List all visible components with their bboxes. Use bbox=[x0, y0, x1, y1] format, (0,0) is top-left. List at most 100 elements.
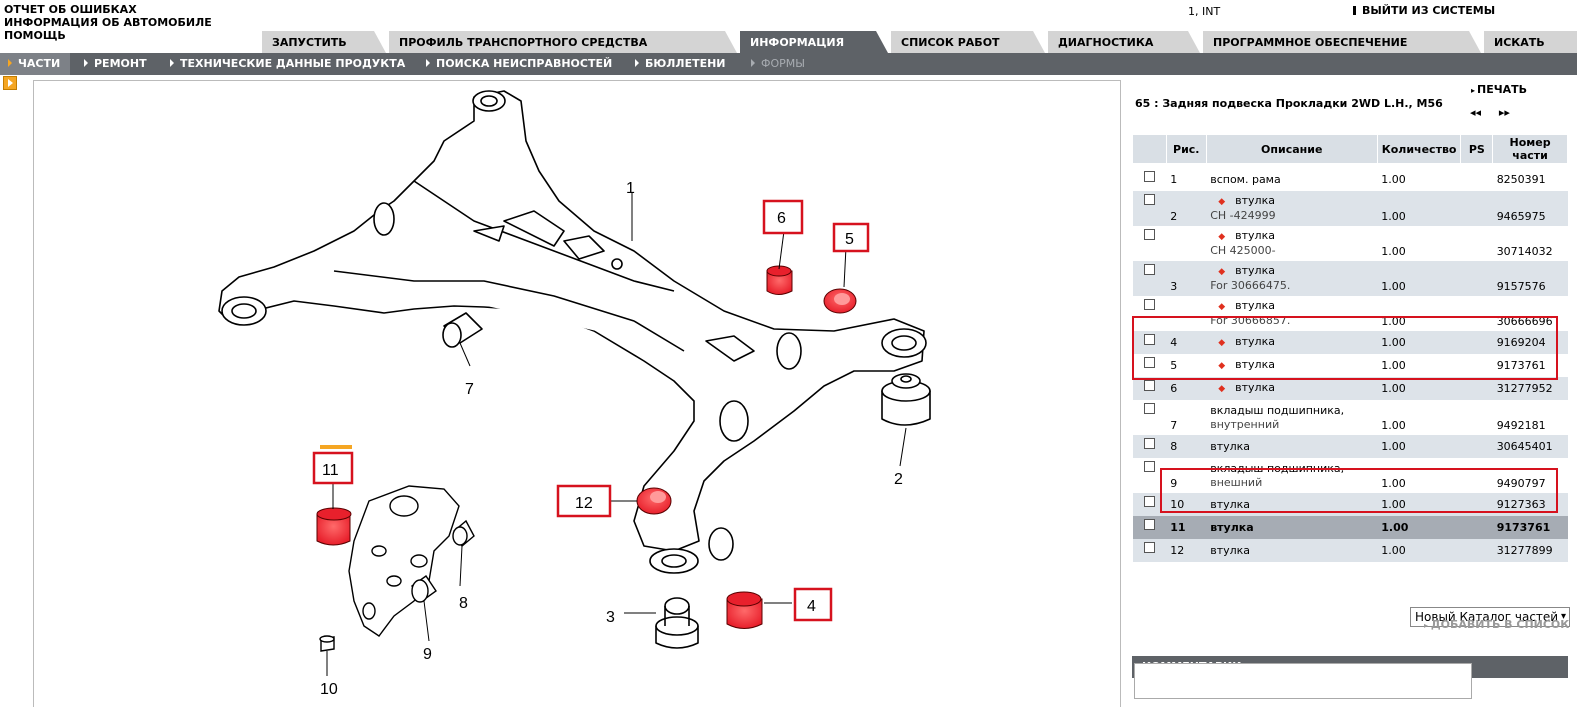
row-part-number: 9465975 bbox=[1492, 191, 1568, 226]
callout-4[interactable]: 4 bbox=[807, 598, 816, 615]
triangle-icon bbox=[635, 59, 639, 67]
tab-information[interactable]: ИНФОРМАЦИЯ bbox=[740, 31, 888, 53]
callout-8[interactable]: 8 bbox=[459, 595, 468, 612]
row-checkbox[interactable] bbox=[1143, 438, 1155, 449]
row-desc-note: For 30666857. bbox=[1210, 314, 1291, 327]
subnav-bulletins[interactable]: БЮЛЛЕТЕНИ bbox=[635, 53, 726, 75]
logout-button[interactable]: ВЫЙТИ ИЗ СИСТЕМЫ bbox=[1353, 4, 1495, 17]
callout-2[interactable]: 2 bbox=[894, 471, 903, 488]
callout-7[interactable]: 7 bbox=[465, 381, 474, 398]
tab-software[interactable]: ПРОГРАММНОЕ ОБЕСПЕЧЕНИЕ bbox=[1203, 31, 1481, 53]
parts-table: Рис. Описание Количество PS Номер части … bbox=[1132, 134, 1568, 562]
row-checkbox-cell bbox=[1133, 458, 1167, 493]
triangle-icon bbox=[751, 59, 755, 67]
subnav-troubleshooting[interactable]: ПОИСКА НЕИСПРАВНОСТЕЙ bbox=[426, 53, 612, 75]
catalog-select[interactable]: Новый Каталог частей▾ bbox=[1410, 607, 1570, 627]
help-link[interactable]: ПОМОЩЬ bbox=[4, 29, 66, 42]
row-checkbox[interactable] bbox=[1143, 171, 1155, 182]
tab-worklist[interactable]: СПИСОК РАБОТ bbox=[891, 31, 1045, 53]
col-check bbox=[1132, 134, 1167, 164]
callout-11[interactable]: 11 bbox=[322, 462, 339, 479]
top-links: ОТЧЕТ ОБ ОШИБКАХ ИНФОРМАЦИЯ ОБ АВТОМОБИЛ… bbox=[4, 3, 212, 42]
row-qty: 1.00 bbox=[1377, 261, 1461, 296]
row-checkbox[interactable] bbox=[1143, 299, 1155, 310]
row-checkbox[interactable] bbox=[1143, 264, 1155, 275]
print-button[interactable]: ▸ПЕЧАТЬ bbox=[1471, 83, 1527, 96]
row-checkbox[interactable] bbox=[1143, 461, 1155, 472]
row-checkbox-cell bbox=[1132, 516, 1167, 539]
row-fig bbox=[1166, 226, 1206, 261]
subnav-repair[interactable]: РЕМОНТ bbox=[84, 53, 147, 75]
row-ps bbox=[1461, 226, 1493, 261]
row-checkbox[interactable] bbox=[1143, 357, 1155, 368]
row-qty: 1.00 bbox=[1377, 493, 1461, 516]
row-checkbox[interactable] bbox=[1143, 542, 1155, 553]
row-checkbox[interactable] bbox=[1143, 380, 1155, 391]
callout-9[interactable]: 9 bbox=[423, 646, 432, 663]
row-part-number: 30666696 bbox=[1496, 315, 1553, 328]
subnav-tech-data[interactable]: ТЕХНИЧЕСКИЕ ДАННЫЕ ПРОДУКТА bbox=[170, 53, 405, 75]
row-desc-text: втулка bbox=[1235, 381, 1275, 394]
row-ps bbox=[1460, 539, 1493, 562]
row-fig: 4 bbox=[1166, 331, 1207, 354]
row-desc-note: CH 425000- bbox=[1210, 244, 1276, 257]
tab-diagnostics[interactable]: ДИАГНОСТИКА bbox=[1048, 31, 1200, 53]
error-report-link[interactable]: ОТЧЕТ ОБ ОШИБКАХ bbox=[4, 3, 137, 16]
row-checkbox[interactable] bbox=[1143, 496, 1155, 507]
previous-arrow-icon[interactable]: ◂◂ bbox=[1470, 106, 1482, 119]
row-desc-text: вспом. рама bbox=[1210, 172, 1281, 186]
row-ps bbox=[1461, 168, 1493, 191]
subnav-label: БЮЛЛЕТЕНИ bbox=[645, 57, 726, 70]
row-description: втулка bbox=[1206, 516, 1378, 539]
row-checkbox[interactable] bbox=[1143, 194, 1155, 205]
row-part-number: 9492181 bbox=[1496, 419, 1546, 432]
next-arrow-icon[interactable]: ▸▸ bbox=[1498, 106, 1510, 119]
tab-search[interactable]: ИСКАТЬ bbox=[1484, 31, 1577, 53]
row-ps bbox=[1461, 400, 1493, 435]
add-to-list-button[interactable]: ▸ ДОБАВИТЬ В СПИСОК bbox=[1424, 618, 1569, 631]
row-part-number: 9490797 bbox=[1496, 477, 1546, 490]
subnav-label: ПОИСКА НЕИСПРАВНОСТЕЙ bbox=[436, 57, 613, 70]
row-checkbox[interactable] bbox=[1143, 334, 1155, 345]
chevron-down-icon: ▾ bbox=[1560, 611, 1566, 622]
callout-3[interactable]: 3 bbox=[606, 609, 615, 626]
callout-5[interactable]: 5 bbox=[845, 231, 854, 248]
tab-start[interactable]: ЗАПУСТИТЬ bbox=[262, 31, 386, 53]
callout-1[interactable]: 1 bbox=[626, 180, 635, 197]
bullet-icon: ◆ bbox=[1218, 232, 1226, 242]
logout-icon bbox=[1353, 6, 1356, 15]
callout-6[interactable]: 6 bbox=[777, 210, 786, 227]
expand-panel-icon[interactable] bbox=[3, 76, 17, 90]
row-checkbox[interactable] bbox=[1143, 403, 1155, 414]
subnav-parts[interactable]: ЧАСТИ bbox=[0, 53, 70, 75]
row-desc-text: втулка bbox=[1235, 335, 1275, 348]
subnav-forms: ФОРМЫ bbox=[751, 53, 805, 75]
tab-vehicle-profile[interactable]: ПРОФИЛЬ ТРАНСПОРТНОГО СРЕДСТВА bbox=[389, 31, 737, 53]
row-checkbox[interactable] bbox=[1143, 229, 1155, 240]
col-part: Номер части bbox=[1492, 134, 1568, 164]
row-checkbox-cell bbox=[1132, 377, 1167, 400]
callout-12[interactable]: 12 bbox=[575, 495, 593, 512]
row-checkbox[interactable] bbox=[1143, 519, 1155, 530]
row-ps bbox=[1460, 261, 1493, 296]
bullet-icon: ◆ bbox=[1218, 338, 1226, 348]
row-qty: 1.00 bbox=[1377, 331, 1461, 354]
vehicle-info-link[interactable]: ИНФОРМАЦИЯ ОБ АВТОМОБИЛЕ bbox=[4, 16, 212, 29]
row-desc-note: CH -424999 bbox=[1210, 209, 1276, 222]
callout-10[interactable]: 10 bbox=[320, 681, 338, 698]
comments-input[interactable] bbox=[1134, 663, 1472, 699]
